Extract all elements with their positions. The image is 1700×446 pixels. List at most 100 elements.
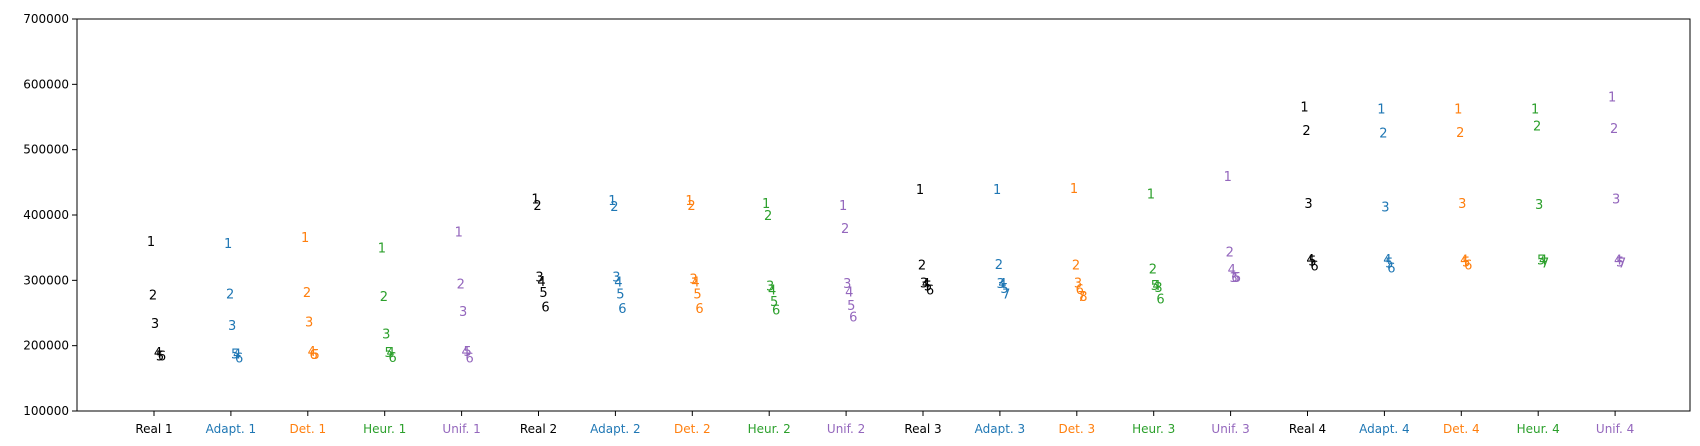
data-point-label: 2 [841, 222, 849, 237]
data-point-label: 6 [1310, 259, 1318, 274]
data-point-label: 1 [608, 194, 616, 209]
data-point-label: 5 [1308, 255, 1316, 270]
data-point-label: 1 [455, 225, 463, 240]
x-tick-label: Unif. 3 [1211, 422, 1249, 436]
data-point-label: 5 [1151, 279, 1159, 294]
data-point-label: 4 [614, 276, 622, 291]
data-point-label: 6 [1156, 293, 1164, 308]
data-point-label: 4 [768, 283, 776, 298]
data-point-label: 3 [382, 327, 390, 342]
x-tick-label: Det. 4 [1443, 422, 1480, 436]
data-point-label: 3 [459, 305, 467, 320]
data-point-label: 5 [924, 280, 932, 295]
data-point-label: 7 [1618, 257, 1626, 272]
data-point-label: 4 [691, 276, 699, 291]
data-point-label: 1 [1531, 103, 1539, 118]
data-point-label: 3 [997, 277, 1005, 292]
data-point-label: 2 [1456, 126, 1464, 141]
data-point-label: 8 [1079, 290, 1087, 305]
data-point-label: 2 [1302, 124, 1310, 139]
data-point-label: 6 [1076, 283, 1084, 298]
data-point-label: 2 [1226, 246, 1234, 261]
data-point-label: 5 [1000, 282, 1008, 297]
x-tick-label: Adapt. 1 [206, 422, 257, 436]
data-point-label: 5 [616, 287, 624, 302]
y-tick-label: 500000 [23, 143, 69, 157]
data-point-label: 4 [1228, 263, 1236, 278]
x-tick-label: Heur. 2 [748, 422, 791, 436]
data-point-label: 4 [1614, 253, 1622, 268]
data-point-label: 3 [1304, 197, 1312, 212]
y-tick-label: 400000 [23, 208, 69, 222]
data-point-label: 5 [1537, 253, 1545, 268]
x-tick-label: Real 3 [904, 422, 941, 436]
data-point-label: 3 [766, 280, 774, 295]
data-point-label: 6 [618, 302, 626, 317]
x-tick-label: Heur. 3 [1132, 422, 1175, 436]
data-point-label: 6 [541, 300, 549, 315]
data-point-label: 6 [389, 351, 397, 366]
data-point-label: 2 [918, 259, 926, 274]
data-point-label: 2 [149, 289, 157, 304]
data-point-label: 1 [685, 194, 693, 209]
data-point-label: 2 [533, 199, 541, 214]
data-point-label: 2 [1072, 259, 1080, 274]
data-point-label: 4 [537, 275, 545, 290]
data-point-label: 3 [305, 315, 313, 330]
data-point-label: 1 [1070, 182, 1078, 197]
x-tick-label: Heur. 1 [363, 422, 406, 436]
data-point-label: 3 [1381, 201, 1389, 216]
data-point-label: 3 [689, 272, 697, 287]
data-point-label: 3 [1458, 197, 1466, 212]
data-point-label: 6 [695, 302, 703, 317]
data-point-label: 1 [224, 237, 232, 252]
data-point-label: 4 [461, 345, 469, 360]
data-points: 1234561235461234651235461234561234561234… [147, 91, 1626, 367]
data-point-label: 5 [1233, 271, 1241, 286]
data-point-label: 6 [1464, 259, 1472, 274]
data-point-label: 6 [465, 351, 473, 366]
data-point-label: 2 [226, 287, 234, 302]
data-point-label: 2 [687, 199, 695, 214]
data-point-label: 4 [387, 346, 395, 361]
y-tick-label: 100000 [23, 404, 69, 418]
data-point-label: 3 [151, 317, 159, 332]
data-point-label: 5 [693, 287, 701, 302]
data-point-label: 2 [380, 290, 388, 305]
data-point-label: 5 [847, 299, 855, 314]
x-tick-label: Adapt. 2 [590, 422, 641, 436]
data-point-label: 3 [1229, 271, 1237, 286]
data-point-label: 1 [1377, 103, 1385, 118]
data-point-label: 6 [1387, 261, 1395, 276]
data-point-label: 1 [301, 231, 309, 246]
data-point-label: 2 [764, 209, 772, 224]
data-point-label: 7 [1002, 287, 1010, 302]
data-point-label: 1 [531, 193, 539, 208]
data-point-label: 4 [308, 345, 316, 360]
data-point-label: 1 [1147, 187, 1155, 202]
data-point-label: 4 [998, 277, 1006, 292]
data-point-label: 3 [612, 270, 620, 285]
data-point-label: 6 [309, 348, 317, 363]
y-tick-label: 300000 [23, 273, 69, 287]
data-point-label: 4 [1306, 253, 1314, 268]
data-point-label: 4 [1460, 253, 1468, 268]
y-tick-label: 700000 [23, 12, 69, 26]
x-tick-label: Det. 1 [290, 422, 327, 436]
data-point-label: 5 [539, 286, 547, 301]
data-point-label: 1 [762, 197, 770, 212]
data-point-label: 3 [843, 277, 851, 292]
data-point-label: 5 [770, 295, 778, 310]
data-point-label: 5 [1616, 255, 1624, 270]
data-point-label: 1 [147, 235, 155, 250]
data-point-label: 6 [926, 283, 934, 298]
data-point-label: 4 [845, 285, 853, 300]
data-point-label: 3 [1612, 193, 1620, 208]
data-point-label: 1 [916, 183, 924, 198]
data-point-label: 4 [233, 348, 241, 363]
data-point-label: 5 [1385, 257, 1393, 272]
x-tick-label: Adapt. 3 [975, 422, 1026, 436]
data-point-label: 5 [311, 348, 319, 363]
data-point-label: 3 [1154, 281, 1162, 296]
data-point-label: 3 [535, 270, 543, 285]
